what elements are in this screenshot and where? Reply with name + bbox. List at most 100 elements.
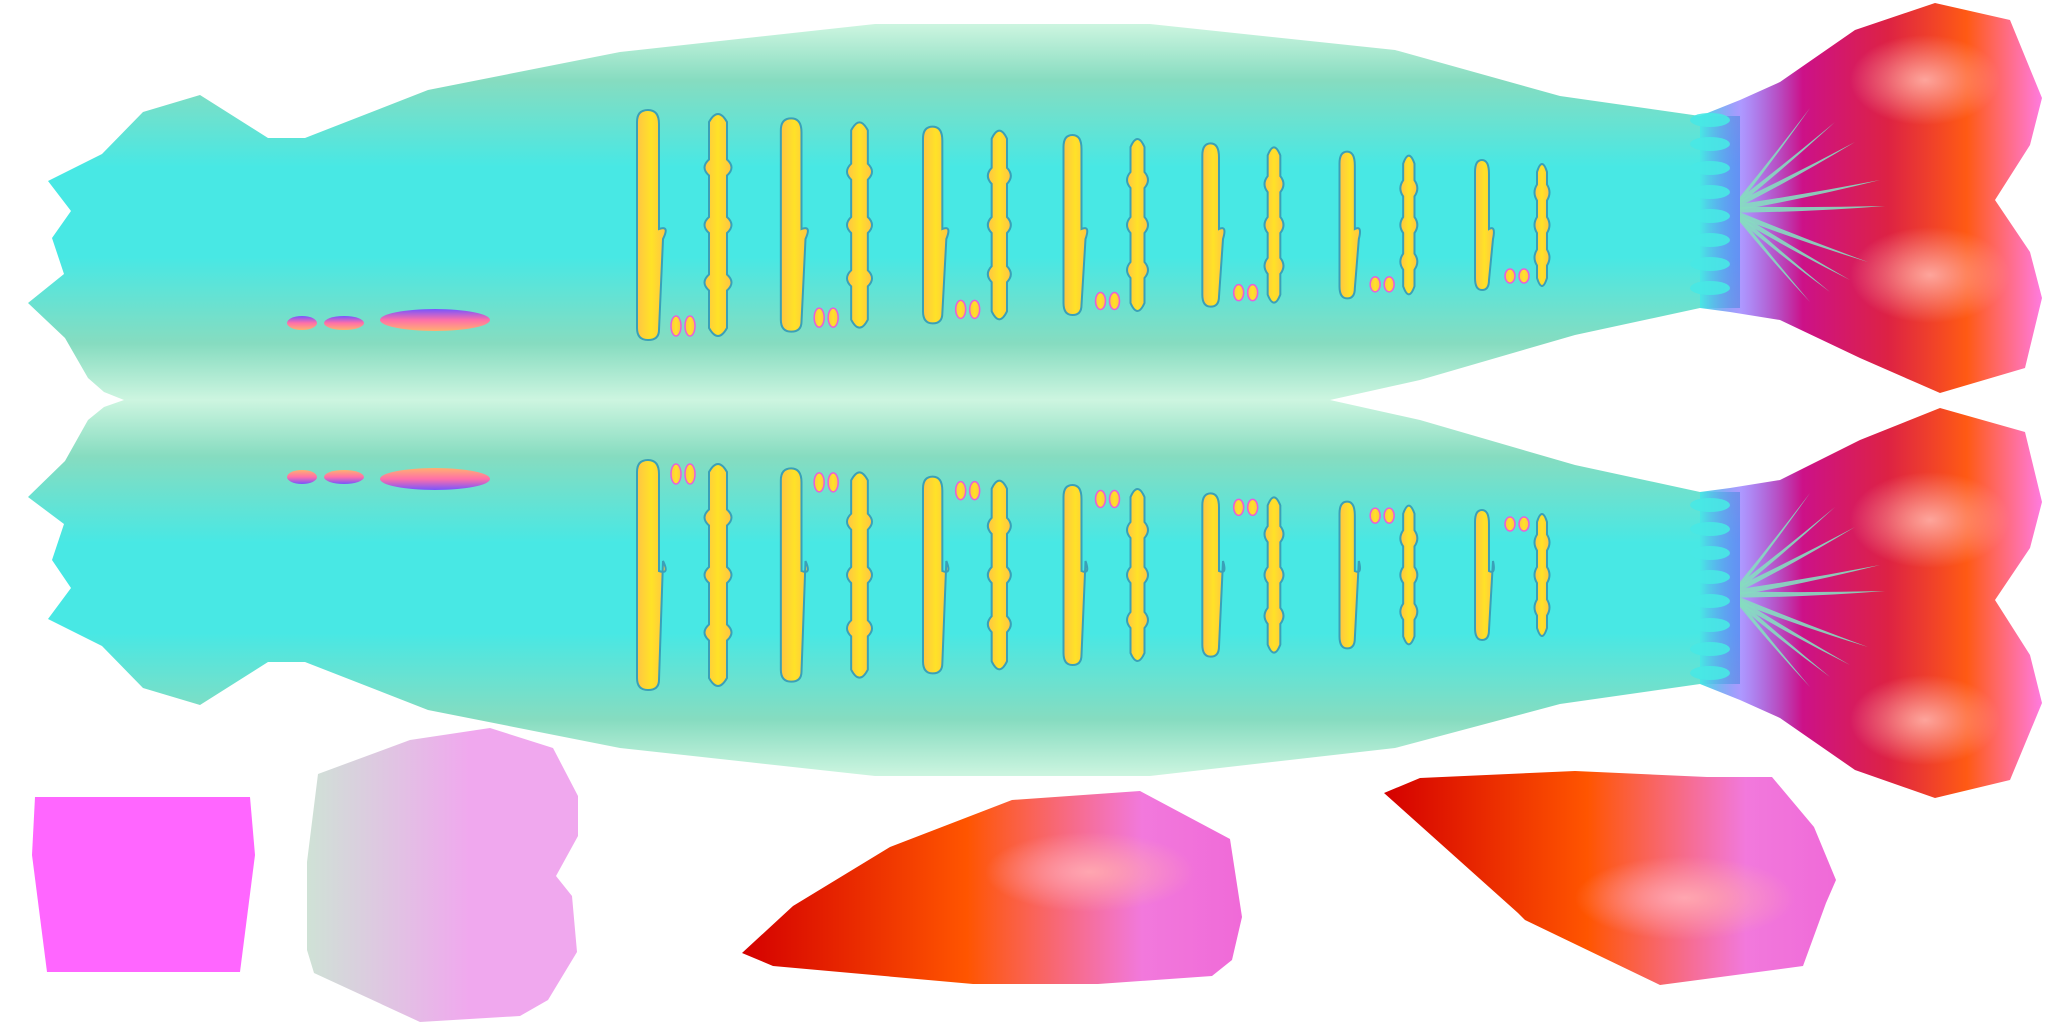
stripe-drop [827, 472, 839, 493]
stripe-bar [779, 467, 809, 683]
tail-ray [1740, 122, 1835, 205]
tail-top [1690, 3, 2042, 393]
stripe-drop [1108, 489, 1121, 509]
patch-gradient-shape [307, 728, 578, 1022]
stripe-drop [1518, 516, 1530, 532]
patch-magenta [32, 797, 255, 972]
tail-bottom [1690, 408, 2042, 798]
spot [380, 468, 490, 490]
stripe-bar [1201, 142, 1226, 308]
tail-notch [1690, 546, 1730, 560]
stripe-beaded-bar [986, 129, 1012, 321]
tail-ray [1740, 565, 1880, 595]
stripe-drop [1246, 498, 1259, 517]
stripe-bar [1062, 133, 1089, 317]
stripe-drop [684, 463, 696, 485]
stripe-drop [968, 299, 981, 320]
tail-ray [1740, 591, 1885, 598]
stripe-bar [636, 108, 667, 342]
stripe-beaded-bar [703, 463, 733, 687]
stripe-drop [1094, 489, 1107, 509]
body-bottom-shape [28, 400, 1740, 776]
tail-notch [1690, 209, 1730, 223]
tail-notch [1690, 281, 1730, 295]
stripe-drop [813, 472, 825, 493]
stripe-bar [1474, 158, 1495, 292]
body-bottom [28, 400, 1740, 776]
spots-top [287, 309, 490, 331]
stripe-drop [1232, 283, 1245, 302]
tail-notch [1690, 257, 1730, 271]
stripe-beaded-bar [986, 479, 1012, 671]
spot [380, 309, 490, 331]
tail-bottom-glow-2 [1850, 675, 2000, 765]
stripe-bar [779, 117, 809, 333]
tail-notch [1690, 594, 1730, 608]
stripe-beaded-bar [1533, 513, 1551, 637]
tail-notch [1690, 666, 1730, 680]
tail-ray [1740, 108, 1810, 203]
fin-left-glow [985, 832, 1195, 912]
stripe-drop [1108, 291, 1121, 311]
stripe-beaded-bar [1533, 163, 1551, 287]
stripe-beaded-bar [1126, 488, 1149, 662]
stripe-bar [1474, 508, 1495, 642]
tail-ray [1740, 527, 1855, 592]
stripe-drop [1369, 276, 1381, 293]
fin-right [1384, 771, 1836, 985]
stripes-bottom [636, 458, 1551, 692]
fin-right-glow [1575, 856, 1795, 940]
stripe-beaded-bar [1263, 146, 1285, 304]
stripes-top [636, 108, 1551, 342]
stripe-beaded-bar [846, 121, 873, 329]
stripe-beaded-bar [846, 471, 873, 679]
stripe-beaded-bar [1126, 138, 1149, 312]
tail-notch [1690, 233, 1730, 247]
patch-gradient [307, 728, 578, 1022]
stripe-drop [670, 315, 682, 337]
stripe-beaded-bar [1399, 154, 1419, 296]
stripe-drop [1518, 268, 1530, 284]
tail-notch [1690, 618, 1730, 632]
stripe-drop [1246, 283, 1259, 302]
tail-top-rays [1690, 108, 1885, 302]
stripe-bar [922, 475, 950, 675]
spot [324, 470, 364, 484]
tail-notch [1690, 570, 1730, 584]
tail-ray [1740, 493, 1810, 588]
stripe-bar [922, 125, 950, 325]
tail-ray [1740, 142, 1855, 207]
tail-notch [1690, 642, 1730, 656]
stripe-drop [1383, 276, 1395, 293]
spot [287, 470, 317, 484]
tail-ray [1740, 206, 1885, 213]
tail-notch [1690, 161, 1730, 175]
spot [287, 316, 317, 330]
stripe-drop [1232, 498, 1245, 517]
stripe-beaded-bar [703, 113, 733, 337]
stripe-drop [1369, 507, 1381, 524]
fin-left [742, 791, 1242, 984]
stripe-drop [1504, 268, 1516, 284]
tail-bottom-rays [1690, 493, 1885, 687]
tail-ray [1740, 180, 1880, 210]
stripe-bar [1201, 492, 1226, 658]
stripe-drop [827, 307, 839, 328]
patch-magenta-shape [32, 797, 255, 972]
tail-notch [1690, 113, 1730, 127]
tail-notch [1690, 498, 1730, 512]
tail-ray [1740, 507, 1835, 590]
stripe-drop [1094, 291, 1107, 311]
stripe-bar [636, 458, 667, 692]
stripe-bar [1338, 150, 1361, 300]
stripe-drop [813, 307, 825, 328]
tail-top-glow-2 [1850, 227, 2010, 323]
tail-notch [1690, 522, 1730, 536]
stripe-drop [684, 315, 696, 337]
stripe-drop [1383, 507, 1395, 524]
stripe-drop [954, 299, 967, 320]
tail-bottom-glow [1850, 472, 2010, 568]
stripe-drop [954, 480, 967, 501]
stripe-bar [1338, 500, 1361, 650]
stripe-bar [1062, 483, 1089, 667]
